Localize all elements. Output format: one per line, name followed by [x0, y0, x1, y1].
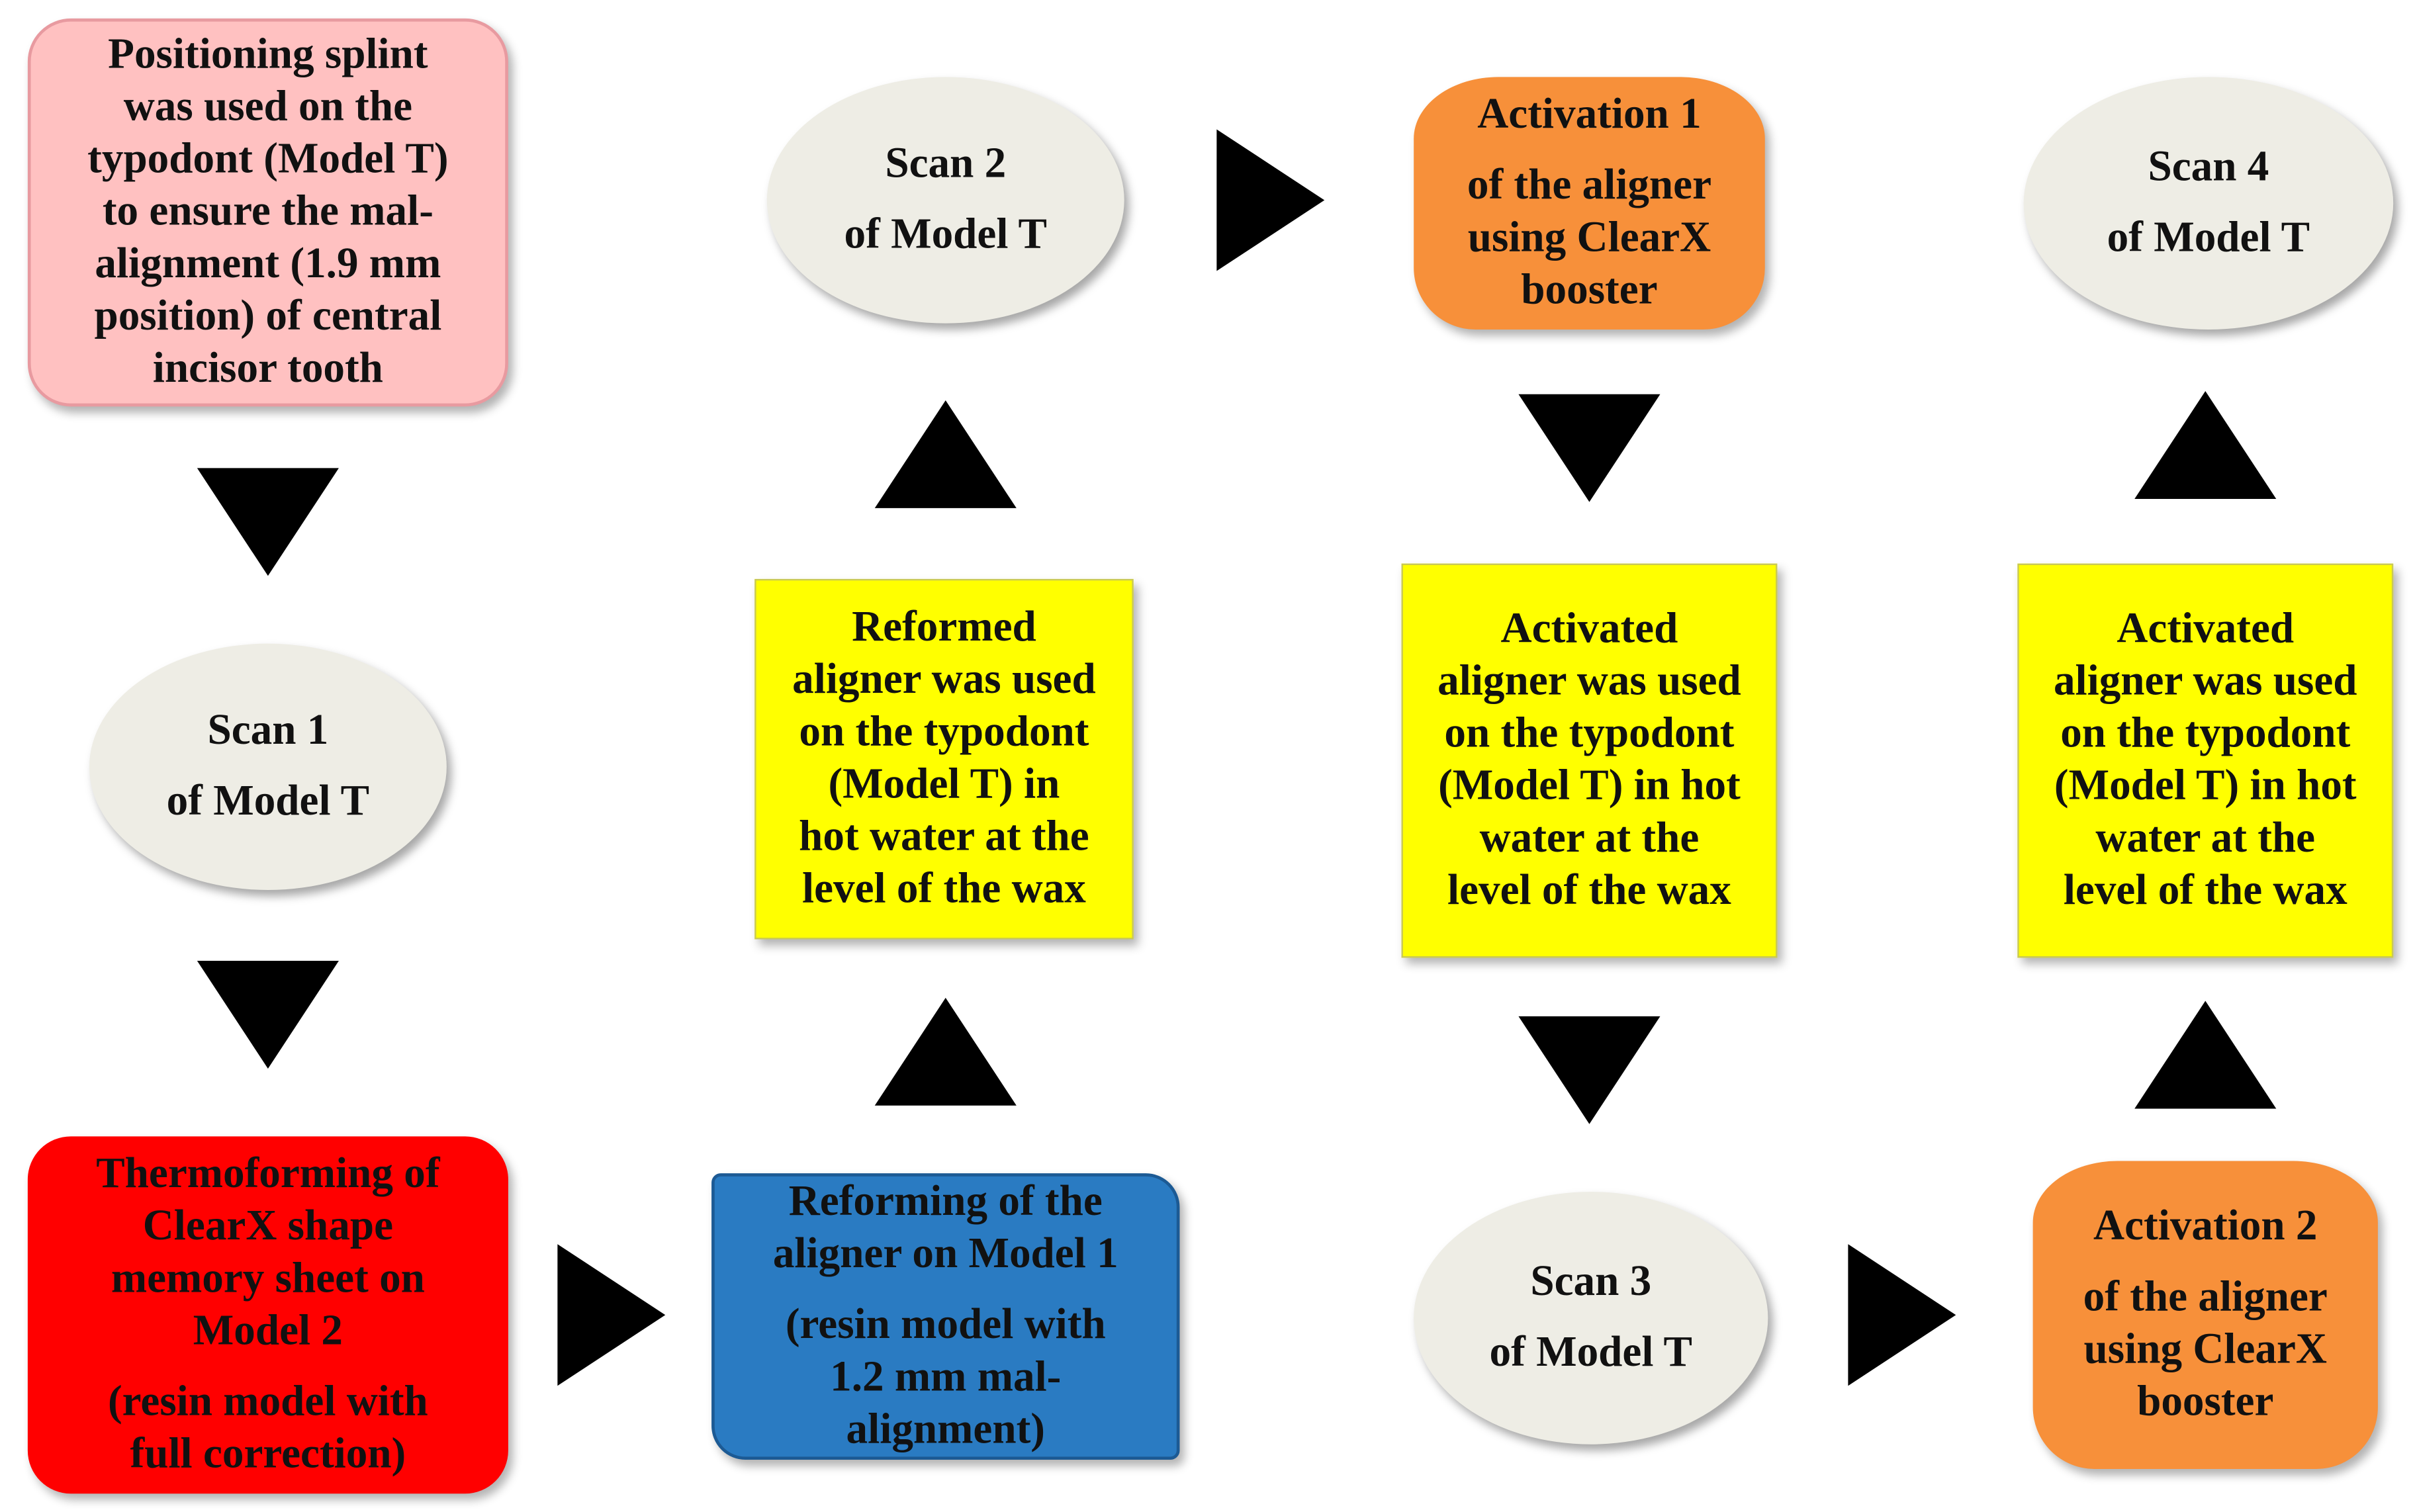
- positioning-line-5: alignment (1.9 mm: [95, 240, 441, 289]
- activated-used-1-line-2: aligner was used: [1437, 657, 1741, 705]
- reformed-used-line-3: on the typodont: [799, 708, 1089, 756]
- arrow-right-to-activation2: [1848, 1244, 1956, 1386]
- activation2-line-2: of the aligner: [2083, 1273, 2328, 1321]
- activation1-line-4: booster: [1521, 266, 1658, 314]
- scan4-line-2: of Model T: [2107, 214, 2310, 262]
- activated-used-2-line-6: level of the wax: [2063, 867, 2347, 915]
- reformed-used-line-5: hot water at the: [799, 813, 1089, 861]
- positioning-line-1: Positioning splint: [108, 30, 428, 79]
- arrow-right-to-activation1: [1216, 129, 1325, 271]
- activated-used-2-line-3: on the typodont: [2060, 709, 2351, 758]
- reforming-line-2: aligner on Model 1: [772, 1230, 1118, 1278]
- thermoforming-line-5: (resin model with: [107, 1378, 428, 1426]
- reformed-used-line-6: level of the wax: [802, 865, 1086, 913]
- positioning-line-3: typodont (Model T): [87, 135, 449, 183]
- arrow-right-to-reforming: [557, 1244, 666, 1386]
- activated-aligner-used-box-2: Activated aligner was used on the typodo…: [2017, 563, 2394, 958]
- reformed-used-line-2: aligner was used: [792, 656, 1096, 704]
- reforming-line-4: 1.2 mm mal-: [830, 1353, 1062, 1401]
- scan2-line-1: Scan 2: [885, 140, 1007, 188]
- activated-used-1-line-3: on the typodont: [1444, 709, 1735, 758]
- activation2-box: Activation 2 of the aligner using ClearX…: [2032, 1161, 2378, 1469]
- thermoforming-line-4: Model 2: [193, 1307, 343, 1355]
- activated-used-2-line-5: water at the: [2095, 814, 2316, 863]
- activated-aligner-used-box-1: Activated aligner was used on the typodo…: [1401, 563, 1778, 958]
- activated-used-1-line-1: Activated: [1500, 605, 1678, 653]
- arrow-down-to-thermoforming: [197, 961, 339, 1069]
- activation1-line-3: using ClearX: [1467, 214, 1711, 262]
- scan2-line-2: of Model T: [844, 210, 1047, 259]
- arrow-down-to-activated-used-1: [1518, 394, 1661, 502]
- activated-used-1-line-4: (Model T) in hot: [1438, 762, 1741, 811]
- reforming-line-1: Reforming of the: [788, 1178, 1103, 1226]
- scan4-line-1: Scan 4: [2148, 143, 2269, 191]
- activation1-box: Activation 1 of the aligner using ClearX…: [1414, 77, 1765, 330]
- activated-used-2-line-2: aligner was used: [2053, 657, 2357, 705]
- reformed-used-line-4: (Model T) in: [828, 760, 1060, 809]
- thermoforming-line-2: ClearX shape: [142, 1202, 394, 1251]
- positioning-line-6: position) of central: [94, 292, 442, 341]
- positioning-line-7: incisor tooth: [152, 345, 383, 393]
- activation2-line-1: Activation 2: [2093, 1202, 2318, 1251]
- activated-used-1-line-6: level of the wax: [1447, 867, 1731, 915]
- activation2-line-4: booster: [2137, 1378, 2274, 1426]
- scan4-ellipse: Scan 4 of Model T: [2023, 77, 2394, 330]
- activated-used-1-line-5: water at the: [1479, 814, 1700, 863]
- reformed-used-line-1: Reformed: [852, 603, 1036, 652]
- thermoforming-box: Thermoforming of ClearX shape memory she…: [27, 1136, 508, 1494]
- activated-used-2-line-4: (Model T) in hot: [2054, 762, 2357, 811]
- positioning-splint-box: Positioning splint was used on the typod…: [27, 18, 508, 407]
- arrow-up-to-reformed-used: [874, 997, 1017, 1106]
- reforming-box: Reforming of the aligner on Model 1 (res…: [711, 1173, 1180, 1460]
- scan3-line-1: Scan 3: [1530, 1258, 1652, 1306]
- reforming-line-5: alignment): [846, 1405, 1045, 1454]
- thermoforming-line-3: memory sheet on: [111, 1255, 425, 1303]
- activated-used-2-line-1: Activated: [2117, 605, 2295, 653]
- reformed-aligner-used-box: Reformed aligner was used on the typodon…: [754, 578, 1134, 940]
- activation1-line-2: of the aligner: [1467, 161, 1712, 210]
- arrow-down-to-scan3: [1518, 1016, 1661, 1124]
- reforming-line-3: (resin model with: [785, 1301, 1106, 1349]
- arrow-up-to-scan2: [874, 400, 1017, 508]
- scan1-ellipse: Scan 1 of Model T: [89, 643, 447, 891]
- activation2-line-3: using ClearX: [2083, 1325, 2327, 1374]
- positioning-line-4: to ensure the mal-: [102, 187, 433, 236]
- scan3-line-2: of Model T: [1489, 1329, 1693, 1377]
- thermoforming-line-6: full correction): [130, 1430, 406, 1478]
- scan3-ellipse: Scan 3 of Model T: [1414, 1192, 1768, 1445]
- arrow-up-to-activated-used-2: [2134, 1001, 2277, 1109]
- scan1-line-1: Scan 1: [207, 707, 329, 755]
- arrow-down-to-scan1: [197, 468, 339, 576]
- activation1-line-1: Activation 1: [1477, 91, 1702, 139]
- thermoforming-line-1: Thermoforming of: [96, 1150, 440, 1198]
- arrow-up-to-scan4: [2134, 391, 2277, 499]
- scan2-ellipse: Scan 2 of Model T: [766, 77, 1124, 324]
- scan1-line-2: of Model T: [166, 778, 370, 826]
- positioning-line-2: was used on the: [123, 83, 413, 131]
